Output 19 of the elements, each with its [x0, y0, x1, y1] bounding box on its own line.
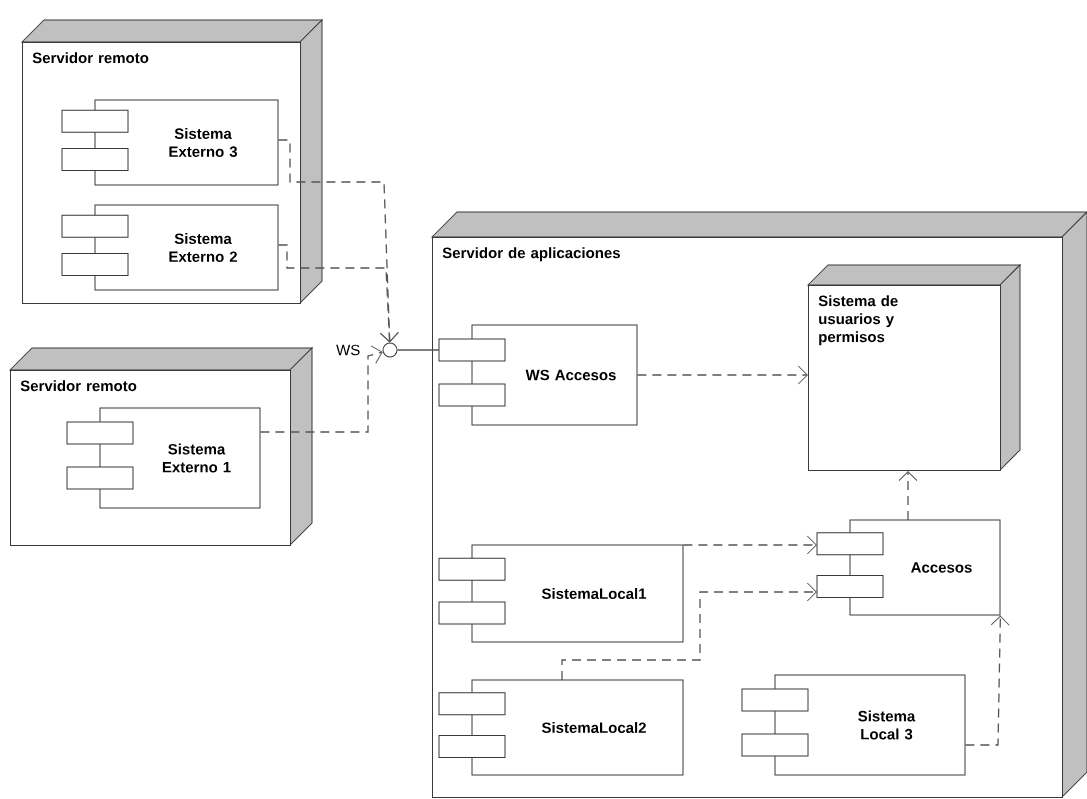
component-box: Sistema Externo 2 [61, 204, 279, 291]
dependency-arrow [964, 615, 1010, 746]
component-box: SistemaLocal1 [438, 544, 684, 643]
component-box: WS Accesos [438, 324, 638, 426]
dependency-arrow [636, 365, 808, 385]
connector [396, 349, 440, 351]
dependency-arrow [682, 535, 817, 555]
dependency-arrow [259, 345, 383, 433]
component-box: Accesos [816, 519, 1001, 616]
dependency-arrow [561, 582, 817, 681]
component-box: SistemaLocal2 [438, 679, 684, 776]
component-box: Sistema Externo 1 [66, 407, 261, 509]
dependency-arrow [898, 471, 918, 521]
dependency-arrow [277, 244, 399, 343]
component-box: Sistema Local 3 [741, 674, 966, 776]
node-box: Sistema de usuarios y permisos [807, 264, 1021, 471]
interface-lollipop: WS [336, 342, 398, 358]
node-label: WS [336, 344, 360, 356]
component-box: Sistema Externo 3 [61, 99, 279, 186]
